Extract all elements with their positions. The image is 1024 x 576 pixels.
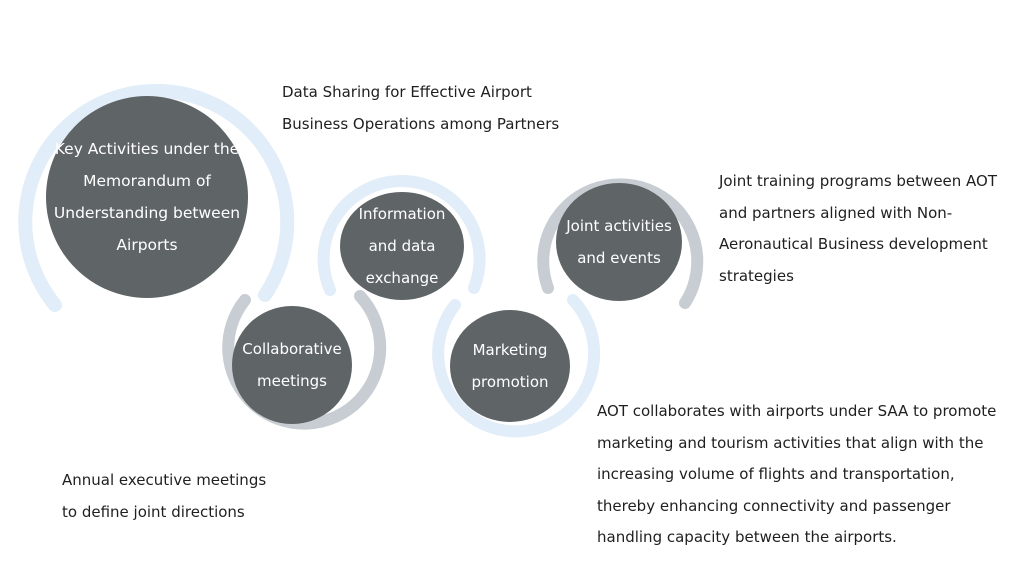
node-marketing-promotion: Marketing promotion (450, 310, 570, 422)
node-information-exchange-label: Information and data exchange (358, 205, 446, 287)
desc-aot-saa: AOT collaborates with airports under SAA… (597, 402, 997, 546)
desc-joint-training: Joint training programs between AOT and … (719, 172, 998, 285)
ring-key (18, 83, 295, 312)
node-collaborative-meetings: Collaborative meetings (232, 306, 352, 424)
node-collaborative-meetings-label: Collaborative meetings (242, 340, 342, 390)
ring-meetings (222, 290, 387, 430)
ring-marketing (432, 294, 601, 438)
node-marketing-promotion-label: Marketing promotion (471, 341, 549, 391)
desc-executive-meetings: Annual executive meetings to define join… (62, 471, 267, 521)
desc-data-sharing: Data Sharing for Effective Airport Busin… (282, 83, 560, 133)
node-joint-activities-label: Joint activities and events (566, 217, 672, 267)
node-key-activities: Key Activities under the Memorandum of U… (46, 96, 248, 298)
node-information-exchange: Information and data exchange (340, 192, 464, 300)
ring-info (317, 175, 486, 296)
node-joint-activities: Joint activities and events (556, 183, 682, 301)
node-key-activities-label: Key Activities under the Memorandum of U… (53, 140, 241, 254)
